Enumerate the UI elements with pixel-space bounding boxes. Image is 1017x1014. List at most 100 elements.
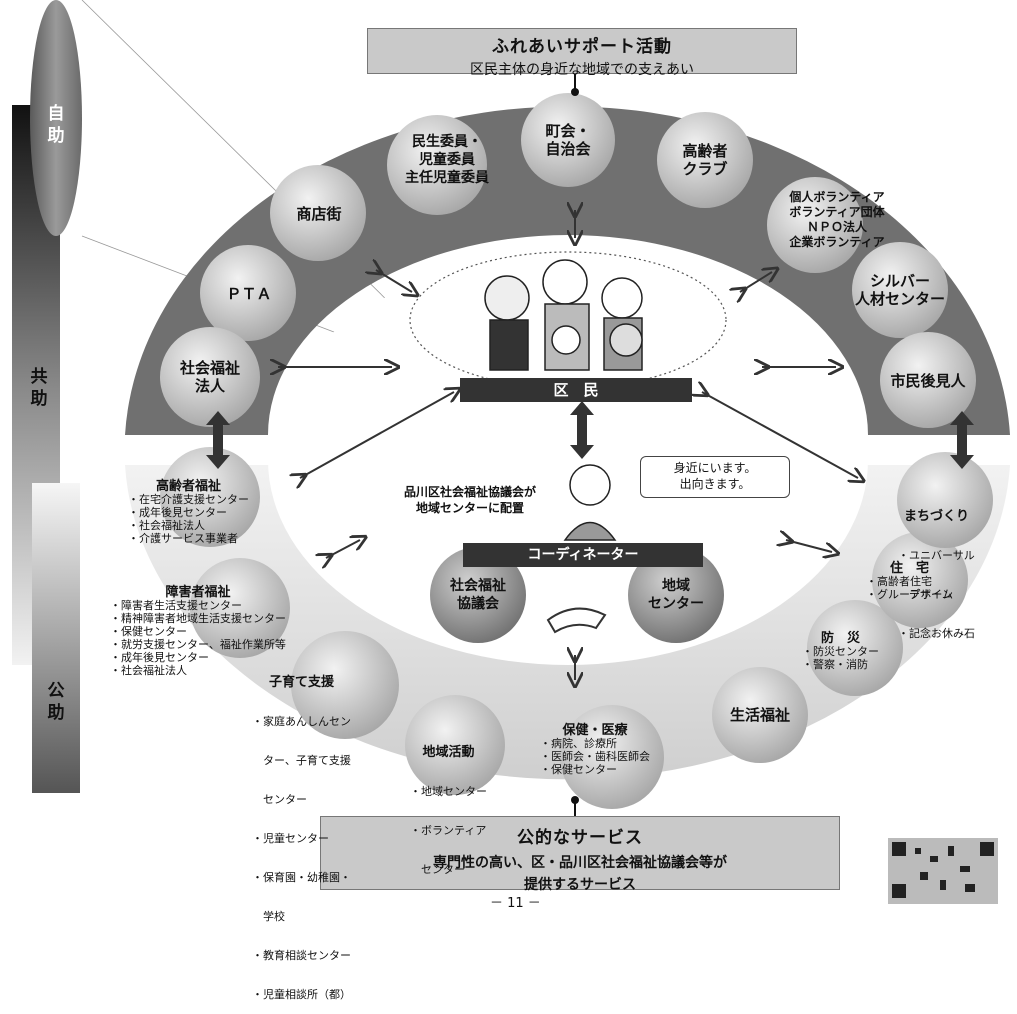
public-service-line1: 専門性の高い、区・品川区社会福祉協議会等が	[433, 855, 727, 871]
bosai-list: 防 災 ・防災センター ・警察・消防	[802, 632, 879, 671]
kumin-bar: 区 民	[460, 378, 692, 402]
public-service-line2: 提供するサービス	[524, 877, 636, 893]
circle-hoken	[560, 705, 664, 809]
council-note: 品川区社会福祉協議会が 地域センターに配置	[403, 485, 536, 515]
shogaisha-fukushi-title: 障害者福祉	[165, 585, 231, 600]
circle-bosai	[807, 600, 903, 696]
list-item: ター、子育て支援	[252, 754, 351, 767]
circle-machizukuri	[897, 452, 993, 548]
list-item: ・保健センター	[110, 625, 187, 638]
circle-kosodate	[291, 631, 399, 739]
circle-chiiki-katsudo	[405, 695, 505, 795]
circle-volunteer	[767, 177, 863, 273]
list-item: ・防災センター	[802, 645, 879, 658]
circle-shotengai	[270, 165, 366, 261]
list-item: ・警察・消防	[802, 658, 868, 671]
chiiki-katsudo-title: 地域活動	[422, 745, 475, 760]
circle-koken	[880, 332, 976, 428]
silver-label: シルバー 人材センター	[854, 272, 945, 308]
machizukuri-title: まちづくり	[903, 509, 969, 524]
minsei-label: 民生委員・ 児童委員 主任児童委員	[405, 134, 489, 186]
chiiki-center-label: 地域 センター	[648, 578, 704, 612]
handshake-icon	[546, 607, 607, 634]
list-item: ・家庭あんしんセン	[252, 715, 351, 728]
chokai-label: 町会・ 自治会	[545, 122, 591, 158]
list-item: ・医師会・歯科医師会	[540, 750, 650, 763]
circle-chiiki-center	[628, 547, 724, 643]
circle-seikatsu	[712, 667, 808, 763]
jutaku-title: 住 宅	[890, 561, 930, 576]
list-item: ・保育園・幼稚園・	[252, 871, 351, 884]
list-item: ・在宅介護支援センター	[128, 493, 249, 506]
circle-pta	[200, 245, 296, 341]
circle-minsei	[387, 115, 487, 215]
list-item: センター	[252, 793, 307, 806]
seikatsu-fukushi-label: 生活福祉	[729, 706, 790, 724]
list-item: ・精神障害者地域生活支援センター	[110, 612, 286, 625]
speech-bubble: 身近にいます。 出向きます。	[640, 456, 790, 498]
list-item: ・障害者生活支援センター	[110, 599, 242, 612]
list-item: ・社会福祉法人	[110, 664, 187, 677]
public-service-title: 公的なサービス	[517, 828, 643, 848]
kojo-label: 公助	[47, 681, 65, 723]
hoken-iryo-list: 保健・医療 ・病院、診療所 ・医師会・歯科医師会 ・保健センター	[540, 724, 650, 776]
circle-jutaku	[872, 532, 968, 628]
page-number: － 11 －	[490, 896, 541, 911]
volunteer-label: 個人ボランティア ボランティア団体 ＮＰＯ法人 企業ボランティア	[789, 190, 885, 249]
list-item: ・ボランティア	[410, 824, 487, 837]
circle-shakyo	[430, 547, 526, 643]
block-arrows	[206, 401, 974, 469]
koken-label: 市民後見人	[890, 372, 966, 390]
circle-shakai-hojin	[160, 327, 260, 427]
circle-silver	[852, 242, 948, 338]
list-item: ・社会福祉法人	[128, 519, 205, 532]
list-item: ・児童相談所（都）	[252, 988, 351, 1001]
circle-koreisha-fukushi	[160, 447, 260, 547]
list-item: ・グループホーム	[866, 588, 954, 601]
bosai-title: 防 災	[820, 631, 860, 646]
kyojo-label: 共助	[30, 367, 48, 409]
list-item: デザイン	[898, 588, 953, 601]
list-item: ・教育相談センター	[252, 949, 351, 962]
list-item: ・成年後見センター	[128, 506, 227, 519]
list-item: ・地域センター	[410, 785, 487, 798]
shakyo-label: 社会福祉 協議会	[450, 578, 506, 612]
qr-code	[888, 838, 998, 904]
list-item: ・介護サービス事業者	[128, 532, 238, 545]
circle-koreisha-club	[657, 112, 753, 208]
jijo-label: 自助	[47, 104, 65, 146]
machizukuri-list: まちづくり ・ユニバーサル デザイン ・記念お休み石	[898, 484, 975, 653]
shakai-hojin-label: 社会福祉 法人	[179, 359, 240, 395]
kosodate-list: 子育て支援 ・家庭あんしんセン ター、子育て支援 センター ・児童センター ・保…	[252, 650, 351, 1014]
pta-label: ＰＴＡ	[226, 285, 272, 303]
kosodate-title: 子育て支援	[268, 675, 334, 690]
koreisha-fukushi-list: 高齢者福祉 ・在宅介護支援センター ・成年後見センター ・社会福祉法人 ・介護サ…	[128, 480, 249, 545]
list-item: 学校	[252, 910, 285, 923]
list-item: ・保健センター	[540, 763, 617, 776]
support-activity-subtitle: 区民主体の身近な地域での支えあい	[470, 62, 694, 78]
list-item: センター	[410, 863, 465, 876]
coordinator-figure	[563, 464, 617, 541]
shotengai-label: 商店街	[296, 205, 342, 223]
jutaku-list: 住 宅 ・高齢者住宅 ・グループホーム	[866, 562, 953, 601]
support-activity-title: ふれあいサポート活動	[492, 37, 672, 57]
kojo-bar	[32, 483, 80, 793]
support-activity-box: ふれあいサポート活動 区民主体の身近な地域での支えあい	[367, 28, 797, 78]
list-item: ・病院、診療所	[540, 737, 617, 750]
list-item: ・ユニバーサル	[898, 549, 975, 562]
list-item: ・成年後見センター	[110, 651, 209, 664]
coordinator-bar: コーディネーター	[463, 543, 703, 567]
koreisha-club-label: 高齢者 クラブ	[682, 142, 728, 178]
public-service-box: 公的なサービス 専門性の高い、区・品川区社会福祉協議会等が 提供するサービス	[320, 816, 840, 893]
koreisha-fukushi-title: 高齢者福祉	[155, 479, 221, 494]
list-item: ・就労支援センター、福祉作業所等	[110, 638, 286, 651]
thin-arrows	[278, 210, 858, 680]
list-item: ・記念お休み石	[898, 627, 975, 640]
circle-shogaisha	[190, 558, 290, 658]
family-illustration	[484, 259, 643, 371]
list-item: ・児童センター	[252, 832, 329, 845]
list-item: ・高齢者住宅	[866, 575, 932, 588]
diagram-graphics	[12, 0, 1010, 904]
hoken-iryo-title: 保健・医療	[562, 723, 628, 738]
shogaisha-fukushi-list: 障害者福祉 ・障害者生活支援センター ・精神障害者地域生活支援センター ・保健セ…	[110, 586, 286, 677]
